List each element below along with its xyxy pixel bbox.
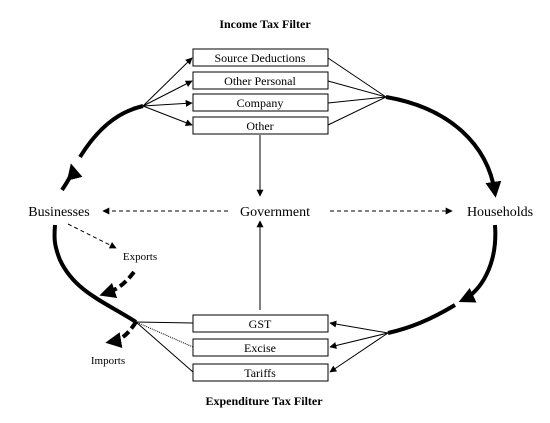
income-box-label: Source Deductions: [215, 51, 306, 65]
flow-arc-bottom-right: [387, 303, 457, 335]
expenditure-box-label: Excise: [244, 341, 276, 355]
expenditure-tax-boxes: GST Excise Tariffs: [192, 314, 329, 382]
imports-label: Imports: [91, 355, 125, 367]
exports-inflow-arrow: [99, 270, 136, 299]
businesses-node: Businesses: [28, 205, 89, 220]
expenditure-box-excise: [192, 338, 329, 357]
income-tax-boxes: Source Deductions Other Personal Company…: [192, 48, 329, 135]
flow-arc-top-right: [385, 95, 502, 198]
households-node: Households: [467, 205, 533, 220]
expenditure-box-label: Tariffs: [244, 366, 276, 380]
income-box-source-deductions: [192, 48, 329, 67]
government-node: Government: [240, 205, 310, 220]
exports-arrow: [67, 223, 117, 249]
income-tax-filter-title: Income Tax Filter: [219, 17, 311, 31]
income-box-label: Other Personal: [224, 74, 296, 88]
flow-arc-left: [60, 163, 83, 192]
expenditure-box-label: GST: [249, 317, 272, 331]
exports-label: Exports: [123, 251, 157, 263]
expenditure-fan-left: [135, 321, 194, 373]
imports-outflow-arrow: [105, 320, 138, 349]
income-fan-right: [327, 57, 387, 126]
expenditure-box-gst: [192, 314, 329, 333]
income-box-other-personal: [192, 71, 329, 90]
flow-arc-right-lower: [458, 224, 498, 303]
expenditure-tax-filter-title: Expenditure Tax Filter: [205, 394, 323, 408]
circular-flow: [52, 95, 502, 335]
income-box-label: Other: [246, 119, 273, 133]
income-fan-left: [142, 57, 193, 126]
income-box-label: Company: [237, 96, 284, 110]
flow-arc-bottom-left: [52, 224, 138, 324]
income-box-other: [192, 116, 329, 135]
flow-arc-top-left: [78, 104, 144, 159]
expenditure-box-tariffs: [192, 363, 329, 382]
expenditure-fan-right: [329, 320, 389, 373]
